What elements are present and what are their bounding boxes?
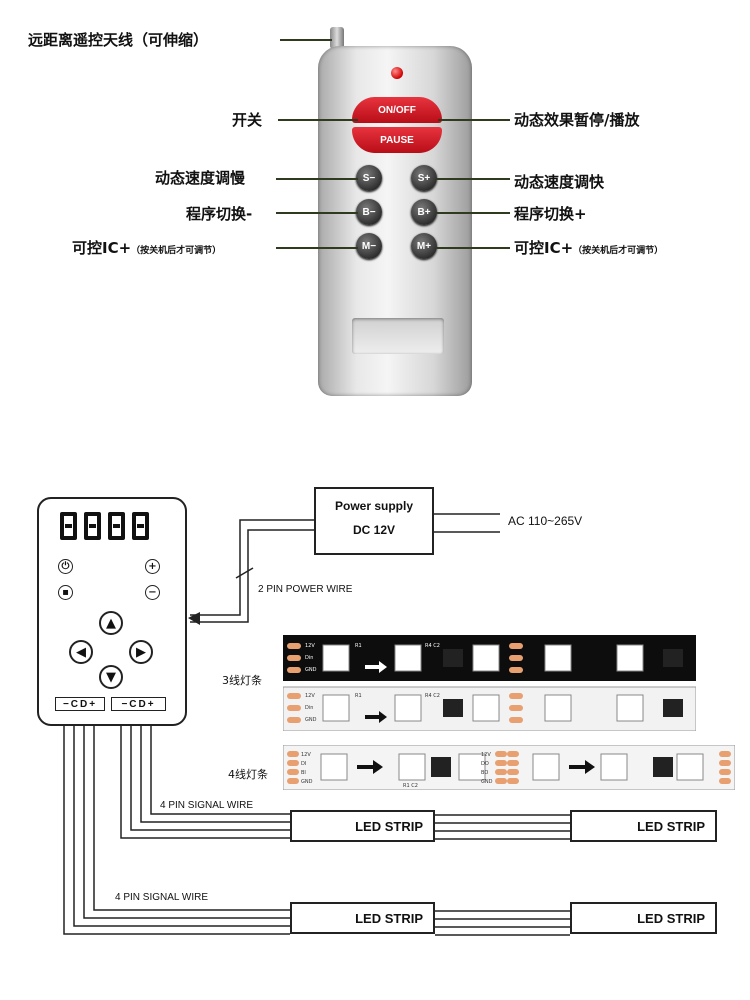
leader-line	[436, 247, 510, 249]
four-wire-strip-photo: 12V DI BI GND R1 C2 12V DO BO GND	[283, 745, 735, 790]
switch-label: 开关	[232, 111, 263, 129]
pcb-mark: R1 C2	[403, 783, 418, 789]
pcb-pin-label: 12V	[305, 693, 315, 699]
pcb-pin-label: BI	[301, 770, 306, 776]
led-strip-box: LED STRIP	[570, 902, 717, 934]
indicator-led	[391, 67, 403, 79]
pause-play-label: 动态效果暂停/播放	[514, 111, 640, 129]
pcb-pin-label: DI	[301, 761, 306, 767]
pcb-pin-label: 12V	[301, 752, 311, 758]
leader-line	[436, 178, 510, 180]
power-icon[interactable]: ⏻	[58, 559, 73, 574]
speed-down-label: 动态速度调慢	[155, 169, 246, 187]
terminal-block-right: −CD+	[111, 697, 166, 711]
ac-voltage-label: AC 110~265V	[508, 514, 583, 528]
display-digit	[132, 512, 149, 540]
antenna	[330, 27, 344, 49]
pcb-mark: R1	[355, 643, 362, 649]
psu-line1: Power supply	[334, 499, 414, 513]
signal-wire-label-2: 4 PIN SIGNAL WIRE	[115, 892, 208, 903]
speed-up-button[interactable]: S+	[411, 165, 437, 191]
pause-button[interactable]: PAUSE	[352, 127, 442, 153]
plus-icon[interactable]: +	[145, 559, 160, 574]
mode-icon[interactable]: ▪	[58, 585, 73, 600]
program-next-label: 程序切换+	[514, 205, 587, 223]
signal-wire-label-1: 4 PIN SIGNAL WIRE	[160, 800, 253, 811]
leader-line	[438, 119, 510, 121]
ic-plus-button[interactable]: M+	[411, 233, 437, 259]
ic-minus-button[interactable]: M−	[356, 233, 382, 259]
three-wire-strip-photos: 12V Din GND R1 R4 C2 12V Din GND R1 R4 C…	[283, 635, 696, 731]
arrow-left-icon[interactable]: ◀	[69, 640, 93, 664]
terminal-block-left: −CD+	[55, 697, 105, 711]
pcb-pin-label: DO	[481, 761, 489, 767]
ic-minus-label: 可控IC+（按关机后才可调节）	[72, 238, 221, 261]
pcb-pin-label: GND	[305, 667, 317, 673]
battery-cover	[352, 318, 444, 354]
speed-up-label: 动态速度调快	[514, 173, 605, 191]
leader-line	[276, 212, 358, 214]
antenna-label: 远距离遥控天线（可伸缩）	[28, 31, 209, 49]
ic-plus-label-text: 可控IC+	[514, 239, 574, 257]
pcb-pin-label: Din	[305, 705, 313, 711]
led-strip-label: LED STRIP	[355, 818, 423, 834]
pcb-pin-label: 12V	[481, 752, 491, 758]
leader-line	[280, 39, 332, 41]
ic-minus-note: （按关机后才可调节）	[131, 246, 222, 256]
power-wire	[190, 519, 314, 616]
display-digit	[60, 512, 77, 540]
psu-line2: DC 12V	[352, 523, 396, 537]
leader-line	[276, 247, 358, 249]
power-wire-label: 2 PIN POWER WIRE	[258, 584, 353, 595]
arrow-up-icon[interactable]: ▲	[99, 611, 123, 635]
pcb-pin-label: GND	[301, 779, 313, 785]
pcb-mark: R1	[355, 693, 362, 699]
speed-down-button[interactable]: S−	[356, 165, 382, 191]
leader-line	[276, 178, 358, 180]
pcb-pin-label: BO	[481, 770, 488, 776]
led-strip-box: LED STRIP	[290, 810, 435, 842]
leader-line	[436, 212, 510, 214]
ic-plus-note: （按关机后才可调节）	[573, 246, 664, 256]
led-strip-box: LED STRIP	[570, 810, 717, 842]
four-wire-strip-label: 4线灯条	[228, 768, 268, 781]
onoff-button[interactable]: ON/OFF	[352, 97, 442, 123]
program-next-button[interactable]: B+	[411, 199, 437, 225]
led-strip-label: LED STRIP	[355, 910, 423, 926]
leader-line	[278, 119, 358, 121]
led-strip-label: LED STRIP	[637, 910, 705, 926]
display-digit	[108, 512, 125, 540]
pcb-pin-label: GND	[305, 717, 317, 723]
pcb-pin-label: 12V	[305, 643, 315, 649]
minus-icon[interactable]: −	[145, 585, 160, 600]
program-prev-button[interactable]: B−	[356, 199, 382, 225]
pcb-mark: R4 C2	[425, 643, 440, 649]
pcb-mark: R4 C2	[425, 693, 440, 699]
power-wire	[190, 529, 314, 623]
ic-minus-label-text: 可控IC+	[72, 239, 132, 257]
led-strip-box: LED STRIP	[290, 902, 435, 934]
pcb-pin-label: Din	[305, 655, 313, 661]
arrow-down-icon[interactable]: ▼	[99, 665, 123, 689]
ic-plus-label: 可控IC+（按关机后才可调节）	[514, 238, 663, 261]
led-strip-label: LED STRIP	[637, 818, 705, 834]
program-prev-label: 程序切换-	[186, 205, 253, 223]
arrow-right-icon[interactable]: ▶	[129, 640, 153, 664]
power-supply-box: Power supply DC 12V	[314, 487, 434, 555]
display-digit	[84, 512, 101, 540]
three-wire-strip-label: 3线灯条	[222, 674, 262, 687]
pcb-pin-label: GND	[481, 779, 493, 785]
